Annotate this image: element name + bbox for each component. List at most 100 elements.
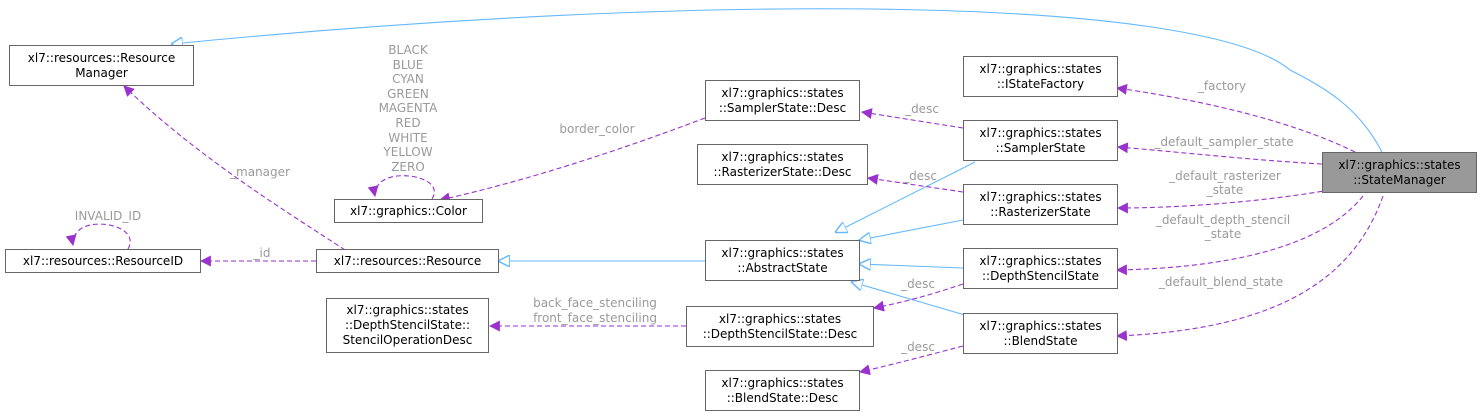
label-line: _state bbox=[1204, 227, 1242, 241]
label-line: WHITE bbox=[388, 130, 428, 145]
node-resource[interactable]: xl7::resources::Resource bbox=[316, 249, 499, 273]
node-line: xl7::graphics::states bbox=[979, 318, 1102, 333]
label-line: _factory bbox=[1197, 79, 1247, 93]
edge-statemanager-default-blend-state bbox=[1115, 195, 1384, 342]
label-default-blend-state: _default_blend_state bbox=[1146, 275, 1296, 289]
label-line: MAGENTA bbox=[378, 101, 438, 116]
label-rasterizer-desc: _desc bbox=[900, 169, 940, 183]
label-line: _desc bbox=[903, 169, 937, 183]
label-depth-stencil-desc: _desc bbox=[898, 277, 938, 291]
label-line: RED bbox=[395, 115, 421, 130]
node-blend-state-desc[interactable]: xl7::graphics::states ::BlendState::Desc bbox=[705, 370, 860, 411]
node-line: ::AbstractState bbox=[737, 260, 828, 275]
label-line: _desc bbox=[905, 102, 939, 116]
node-line: ::DepthStencilState:: bbox=[344, 318, 471, 332]
node-line: xl7::graphics::states bbox=[1338, 157, 1461, 172]
node-line: xl7::graphics::states bbox=[718, 311, 842, 326]
node-line: StencilOperationDesc bbox=[342, 333, 473, 347]
edge-statemanager-default-depth-stencil-state bbox=[1115, 195, 1364, 276]
edge-depthstencilstate-inherits-abstractstate bbox=[860, 264, 964, 268]
node-line: ::BlendState::Desc bbox=[726, 390, 839, 405]
label-sampler-desc: _desc bbox=[902, 102, 942, 116]
edge-samplerstate-inherits-abstractstate bbox=[836, 161, 976, 232]
node-line: Manager bbox=[75, 65, 128, 80]
node-color[interactable]: xl7::graphics::Color bbox=[334, 199, 483, 223]
label-line: _id bbox=[253, 246, 271, 260]
label-default-depth-stencil-state: _default_depth_stencil _state bbox=[1143, 213, 1303, 241]
node-resource-id[interactable]: xl7::resources::ResourceID bbox=[5, 249, 201, 273]
label-id: _id bbox=[248, 246, 276, 260]
node-istate-factory[interactable]: xl7::graphics::states ::IStateFactory bbox=[963, 56, 1118, 97]
node-line: xl7::graphics::states bbox=[721, 245, 844, 260]
node-line: xl7::resources::ResourceID bbox=[22, 253, 184, 268]
edge-resourceid-invalid-id bbox=[65, 223, 131, 250]
node-line: ::BlendState bbox=[1003, 333, 1078, 348]
node-line: xl7::graphics::states bbox=[346, 303, 469, 317]
label-factory: _factory bbox=[1190, 79, 1254, 93]
label-line: BLUE bbox=[392, 57, 424, 72]
label-line: _manager bbox=[230, 165, 290, 179]
node-state-manager[interactable]: xl7::graphics::states ::StateManager bbox=[1322, 152, 1477, 193]
node-sampler-state-desc[interactable]: xl7::graphics::states ::SamplerState::De… bbox=[705, 80, 860, 121]
node-line: xl7::resources::Resource bbox=[27, 50, 176, 65]
edge-statemanager-default-rasterizer-state bbox=[1116, 189, 1331, 214]
edge-depthstencilstate-desc bbox=[872, 283, 964, 312]
label-line: _default_sampler_state bbox=[1154, 135, 1294, 149]
label-line: BLACK bbox=[388, 43, 428, 57]
label-default-rasterizer-state: _default_rasterizer _state bbox=[1150, 169, 1300, 197]
node-blend-state[interactable]: xl7::graphics::states ::BlendState bbox=[963, 313, 1118, 354]
label-line: INVALID_ID bbox=[74, 209, 142, 223]
edge-samplerstate-desc bbox=[860, 108, 964, 129]
edge-blendstate-inherits-abstractstate bbox=[852, 282, 976, 319]
node-line: xl7::resources::Resource bbox=[333, 253, 482, 268]
node-depth-stencil-state-desc[interactable]: xl7::graphics::states ::DepthStencilStat… bbox=[686, 306, 874, 347]
node-line: xl7::graphics::states bbox=[721, 149, 844, 164]
label-color-values: BLACK BLUE CYAN GREEN MAGENTA RED WHITE … bbox=[368, 43, 448, 174]
edge-statemanager-factory bbox=[1115, 83, 1356, 153]
node-stencil-operation-desc[interactable]: xl7::graphics::states ::DepthStencilStat… bbox=[326, 298, 489, 353]
edge-statemanager-inherits-resourcemanager bbox=[172, 8, 1383, 153]
label-line: back_face_stenciling bbox=[533, 296, 657, 310]
node-line: ::RasterizerState::Desc bbox=[713, 164, 852, 179]
label-manager: _manager bbox=[222, 165, 298, 179]
node-abstract-state[interactable]: xl7::graphics::states ::AbstractState bbox=[705, 240, 860, 281]
label-line: _desc bbox=[901, 340, 935, 354]
label-stenciling: back_face_stenciling front_face_stencili… bbox=[520, 296, 670, 326]
label-invalid-id: INVALID_ID bbox=[62, 209, 154, 223]
node-line: xl7::graphics::states bbox=[979, 125, 1102, 140]
node-rasterizer-state-desc[interactable]: xl7::graphics::states ::RasterizerState:… bbox=[697, 144, 868, 185]
node-line: xl7::graphics::states bbox=[721, 375, 844, 390]
label-line: GREEN bbox=[387, 86, 429, 101]
label-line: front_face_stenciling bbox=[533, 311, 657, 325]
node-sampler-state[interactable]: xl7::graphics::states ::SamplerState bbox=[963, 120, 1118, 161]
node-line: ::SamplerState bbox=[995, 140, 1086, 155]
node-line: xl7::graphics::states bbox=[721, 85, 844, 100]
node-line: ::SamplerState::Desc bbox=[718, 100, 847, 115]
label-line: CYAN bbox=[392, 72, 424, 87]
node-rasterizer-state[interactable]: xl7::graphics::states ::RasterizerState bbox=[963, 184, 1118, 225]
label-line: _default_blend_state bbox=[1158, 275, 1284, 289]
label-line: _default_depth_stencil bbox=[1155, 213, 1291, 227]
node-line: xl7::graphics::states bbox=[979, 253, 1102, 268]
node-line: xl7::graphics::states bbox=[979, 189, 1102, 204]
label-default-sampler-state: _default_sampler_state bbox=[1144, 135, 1304, 149]
edge-resource-manager bbox=[123, 85, 346, 251]
edge-samplerdesc-border-color bbox=[438, 117, 706, 204]
label-line: _state bbox=[1206, 183, 1244, 197]
node-resource-manager[interactable]: xl7::resources::Resource Manager bbox=[9, 45, 194, 86]
label-line: _default_rasterizer bbox=[1169, 169, 1281, 183]
edge-statemanager-default-sampler-state bbox=[1116, 142, 1323, 165]
label-blend-desc: _desc bbox=[898, 340, 938, 354]
node-line: ::DepthStencilState bbox=[982, 268, 1099, 283]
node-line: ::IStateFactory bbox=[996, 76, 1085, 91]
label-line: YELLOW bbox=[383, 145, 433, 160]
node-line: xl7::graphics::states bbox=[979, 61, 1102, 76]
label-line: ZERO bbox=[391, 159, 425, 174]
label-line: border_color bbox=[559, 122, 635, 136]
node-line: ::DepthStencilState::Desc bbox=[702, 326, 858, 341]
label-line: _desc bbox=[901, 277, 935, 291]
node-line: ::StateManager bbox=[1353, 172, 1446, 187]
node-depth-stencil-state[interactable]: xl7::graphics::states ::DepthStencilStat… bbox=[963, 248, 1118, 289]
